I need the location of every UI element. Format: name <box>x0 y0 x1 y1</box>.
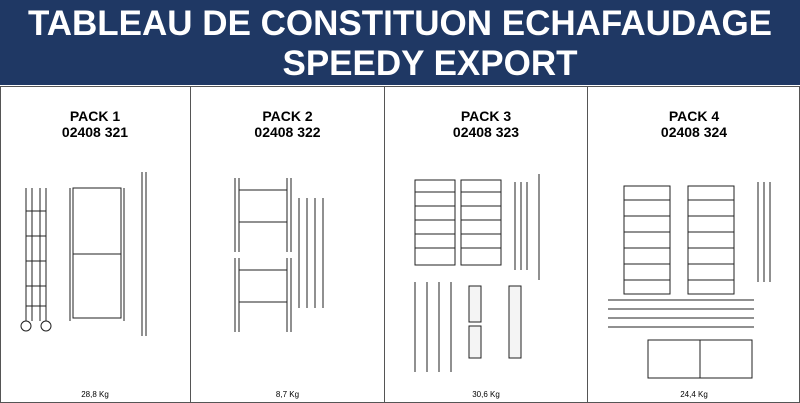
pack-3-drawing <box>414 174 540 372</box>
pack-1-weight: 28,8 Kg <box>81 390 109 399</box>
pack-1-drawing <box>20 172 147 336</box>
pack-4-ref: 02408 324 <box>660 124 728 140</box>
ladder-frame-left <box>414 179 456 266</box>
ladder-frame-left <box>623 185 671 295</box>
ladder-frame-lower <box>234 258 292 332</box>
pack-4-weight: 24,4 Kg <box>680 390 708 399</box>
platform <box>647 339 753 379</box>
stabilisers <box>414 282 452 372</box>
uprights <box>514 174 540 280</box>
platform-frame <box>69 187 125 321</box>
pack-4-drawing <box>608 182 771 379</box>
braces <box>298 198 324 308</box>
horizontal-braces <box>608 299 754 328</box>
pack-2-ref: 02408 322 <box>254 124 321 140</box>
pack-4-name: PACK 4 <box>668 108 720 124</box>
ladder-frame-right <box>460 179 502 266</box>
pack-3-weight: 30,6 Kg <box>472 390 500 399</box>
pack-2-drawing <box>234 178 324 332</box>
title-line-1: TABLEAU DE CONSTITUON ECHAFAUDAGE <box>27 4 773 43</box>
pack-1-ref: 02408 321 <box>61 124 129 140</box>
header-banner: TABLEAU DE CONSTITUON ECHAFAUDAGE SPEEDY… <box>0 0 800 85</box>
pack-3-name: PACK 3 <box>460 108 512 124</box>
pack-1-name: PACK 1 <box>69 108 121 124</box>
pack-2-name: PACK 2 <box>262 108 313 124</box>
pack-3-panel: PACK 3 02408 323 30,6 Kg <box>385 86 588 403</box>
pack-4-panel: PACK 4 02408 324 24,4 Kg <box>588 86 800 403</box>
pole <box>141 172 147 336</box>
ladder-frame-upper <box>234 178 292 252</box>
title-line-2: SPEEDY EXPORT <box>282 44 578 83</box>
pack-1-panel: PACK 1 02408 321 28,8 Kg <box>0 86 191 403</box>
pack-3-ref: 02408 323 <box>452 124 520 140</box>
pack-2-weight: 8,7 Kg <box>275 390 300 399</box>
toe-boards <box>468 285 522 359</box>
ladder-frame-right <box>687 185 735 295</box>
uprights <box>757 182 771 282</box>
pack-2-panel: PACK 2 02408 322 8,7 Kg <box>191 86 385 403</box>
folded-base-frame <box>20 188 52 332</box>
